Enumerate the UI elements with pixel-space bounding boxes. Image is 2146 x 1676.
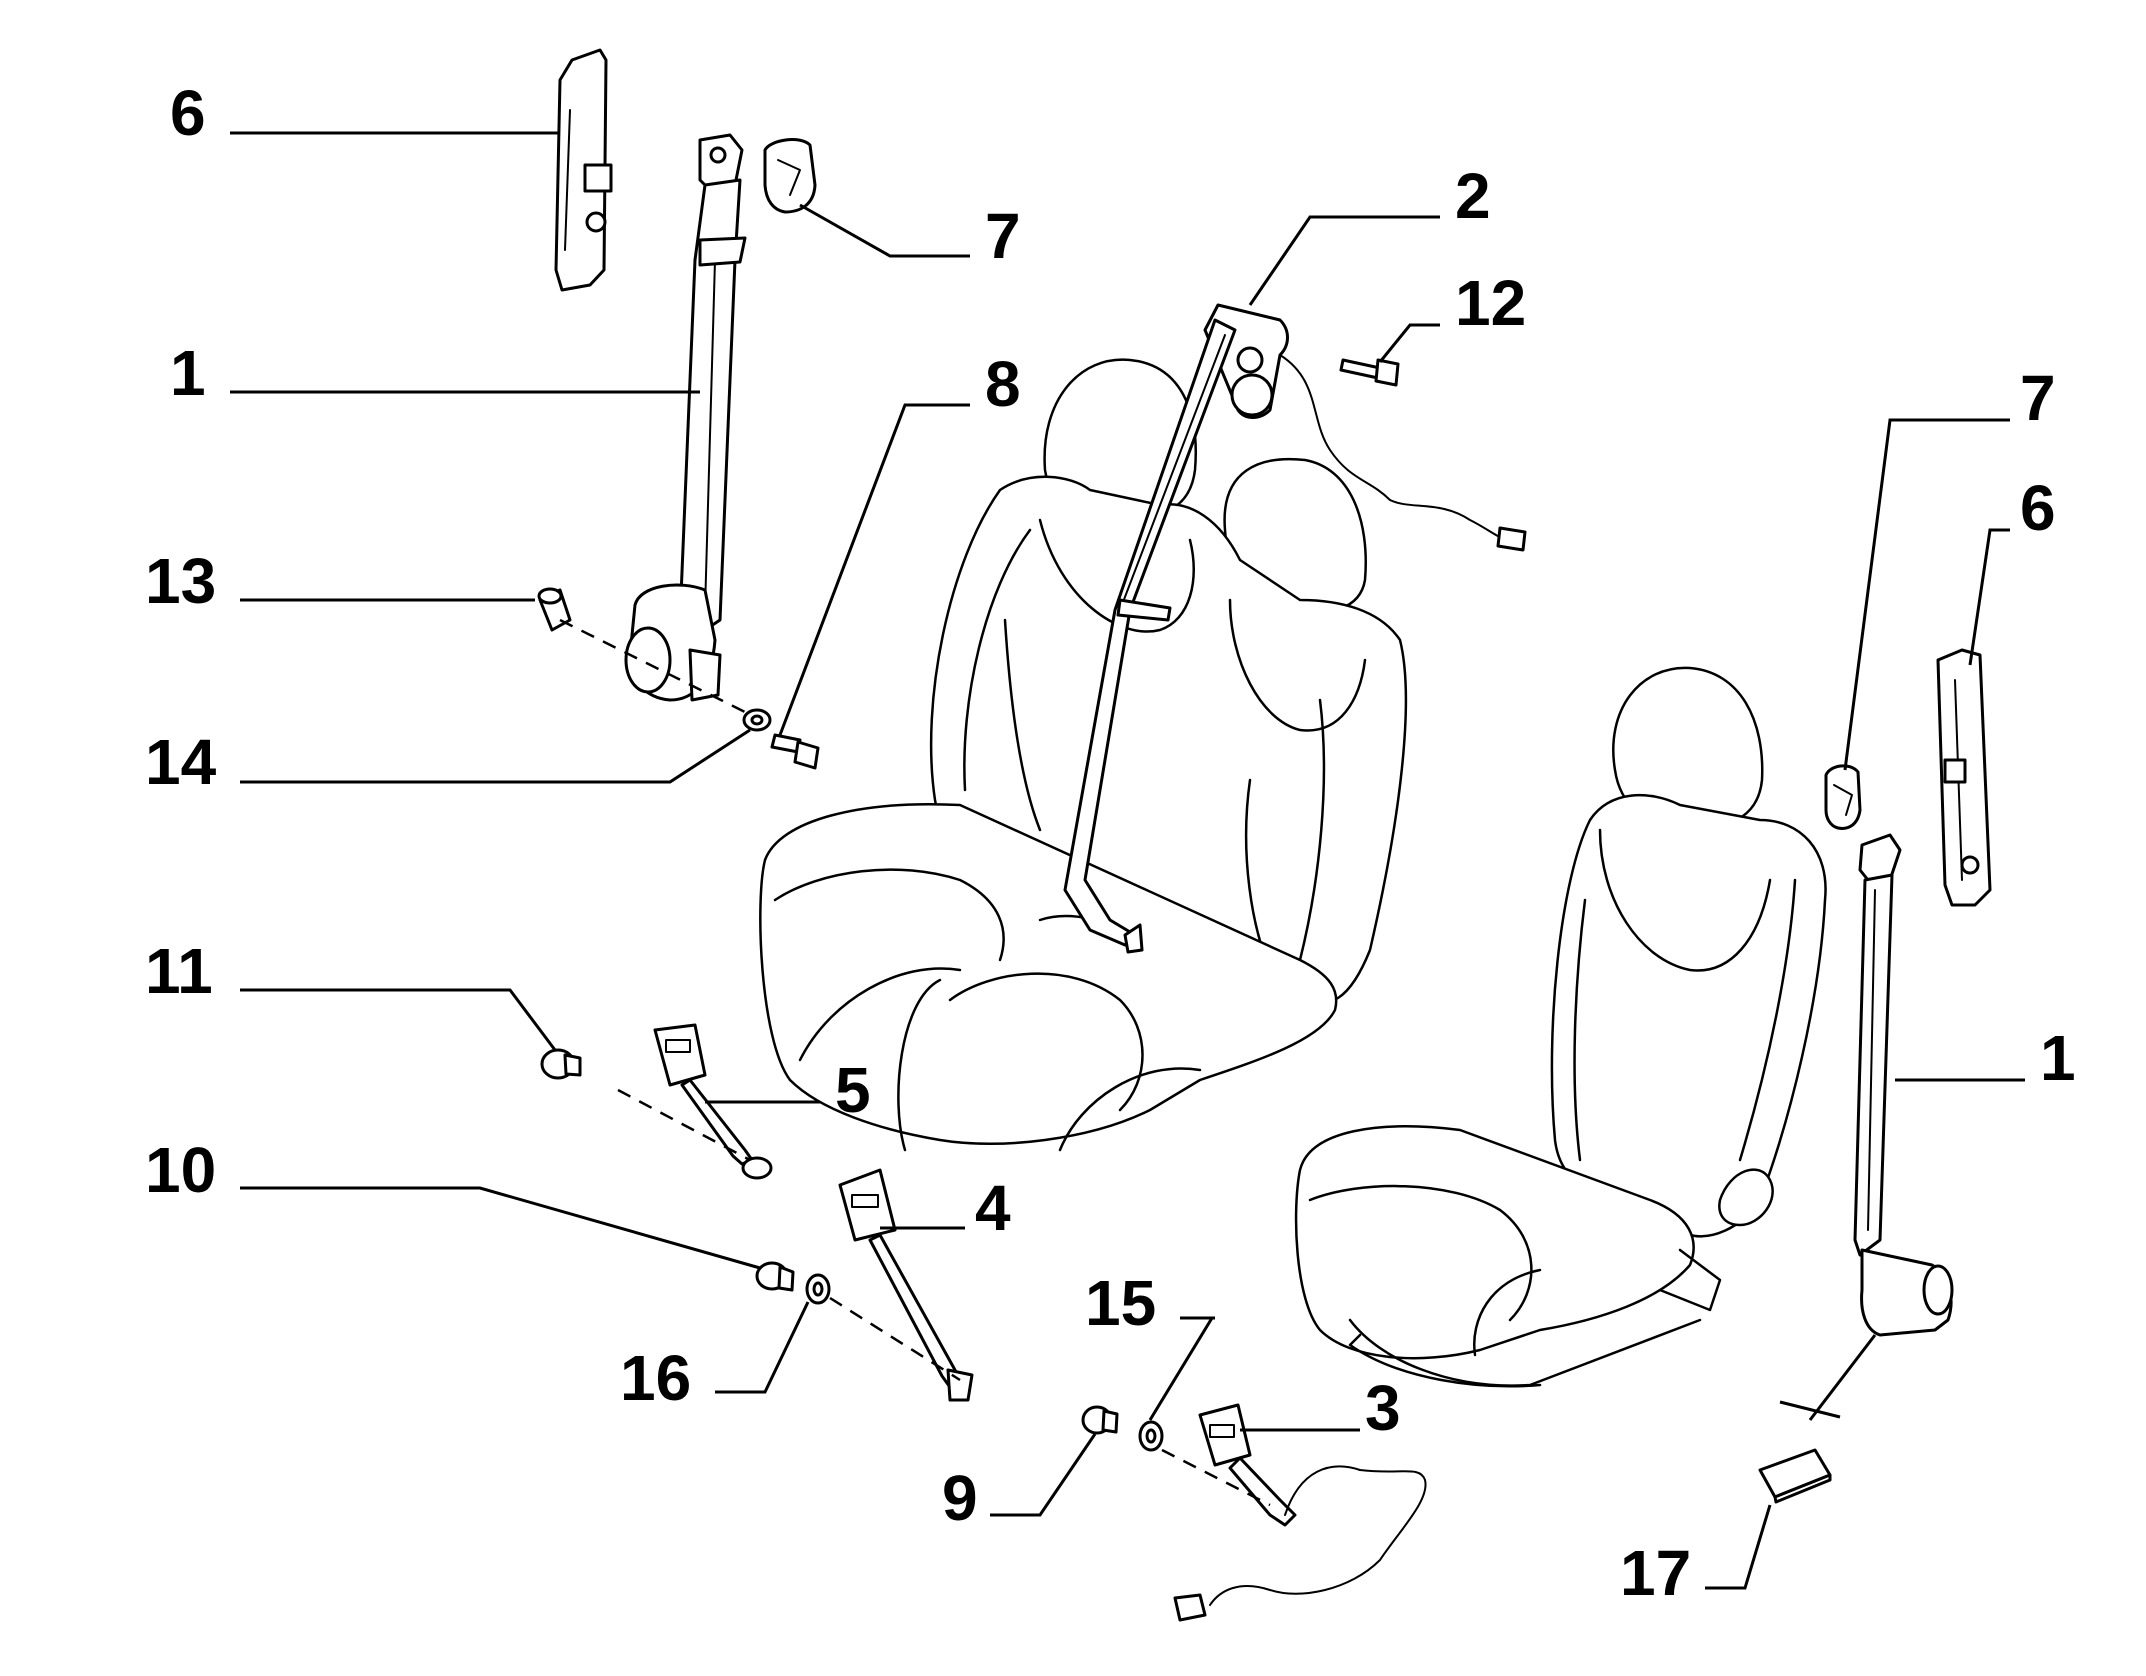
pillar-cover-left (763, 138, 817, 214)
single-seat (1294, 666, 1827, 1388)
buckle-3 (1173, 1403, 1427, 1622)
callout-9: 9 (942, 1462, 978, 1534)
callout-2: 2 (1455, 160, 1491, 232)
center-seatbelt (1063, 303, 1527, 954)
washer-16 (805, 1273, 831, 1305)
height-adjuster-left (554, 48, 613, 292)
callout-1-left: 1 (170, 337, 206, 409)
callout-6-left: 6 (170, 77, 206, 149)
callout-4: 4 (975, 1172, 1011, 1244)
callout-5: 5 (835, 1054, 871, 1126)
callout-6-right: 6 (2020, 472, 2056, 544)
buckle-4 (838, 1168, 974, 1402)
front-seatbelt-left (624, 133, 747, 702)
callout-13: 13 (145, 545, 216, 617)
callout-10: 10 (145, 1134, 216, 1206)
bench-seat (759, 358, 1408, 1152)
nut-9 (1081, 1405, 1119, 1435)
callout-1-right: 1 (2040, 1022, 2076, 1094)
bolt-12 (1339, 358, 1400, 387)
callout-14: 14 (145, 726, 217, 798)
callout-12: 12 (1455, 267, 1526, 339)
nut-10 (755, 1261, 795, 1292)
callout-labels: 6 1 7 13 14 8 2 12 7 6 1 11 5 10 4 16 15… (145, 77, 2076, 1609)
callout-3: 3 (1365, 1372, 1401, 1444)
washer-14 (742, 708, 772, 732)
callout-7-right: 7 (2020, 362, 2056, 434)
front-seatbelt-right (1853, 833, 1954, 1337)
washer-15 (1138, 1420, 1164, 1452)
pillar-cover-right (1824, 764, 1862, 830)
callout-15: 15 (1085, 1267, 1156, 1339)
callout-11: 11 (145, 935, 213, 1007)
buckle-5 (653, 1023, 773, 1180)
cover-17 (1758, 1448, 1832, 1504)
leader-lines (230, 131, 2025, 1590)
bolt-8 (770, 733, 820, 770)
nut-11 (540, 1048, 582, 1080)
callout-7-left: 7 (985, 200, 1021, 272)
callout-8: 8 (985, 348, 1021, 420)
callout-17: 17 (1620, 1537, 1691, 1609)
height-adjuster-right (1936, 648, 1992, 907)
callout-16: 16 (620, 1342, 691, 1414)
